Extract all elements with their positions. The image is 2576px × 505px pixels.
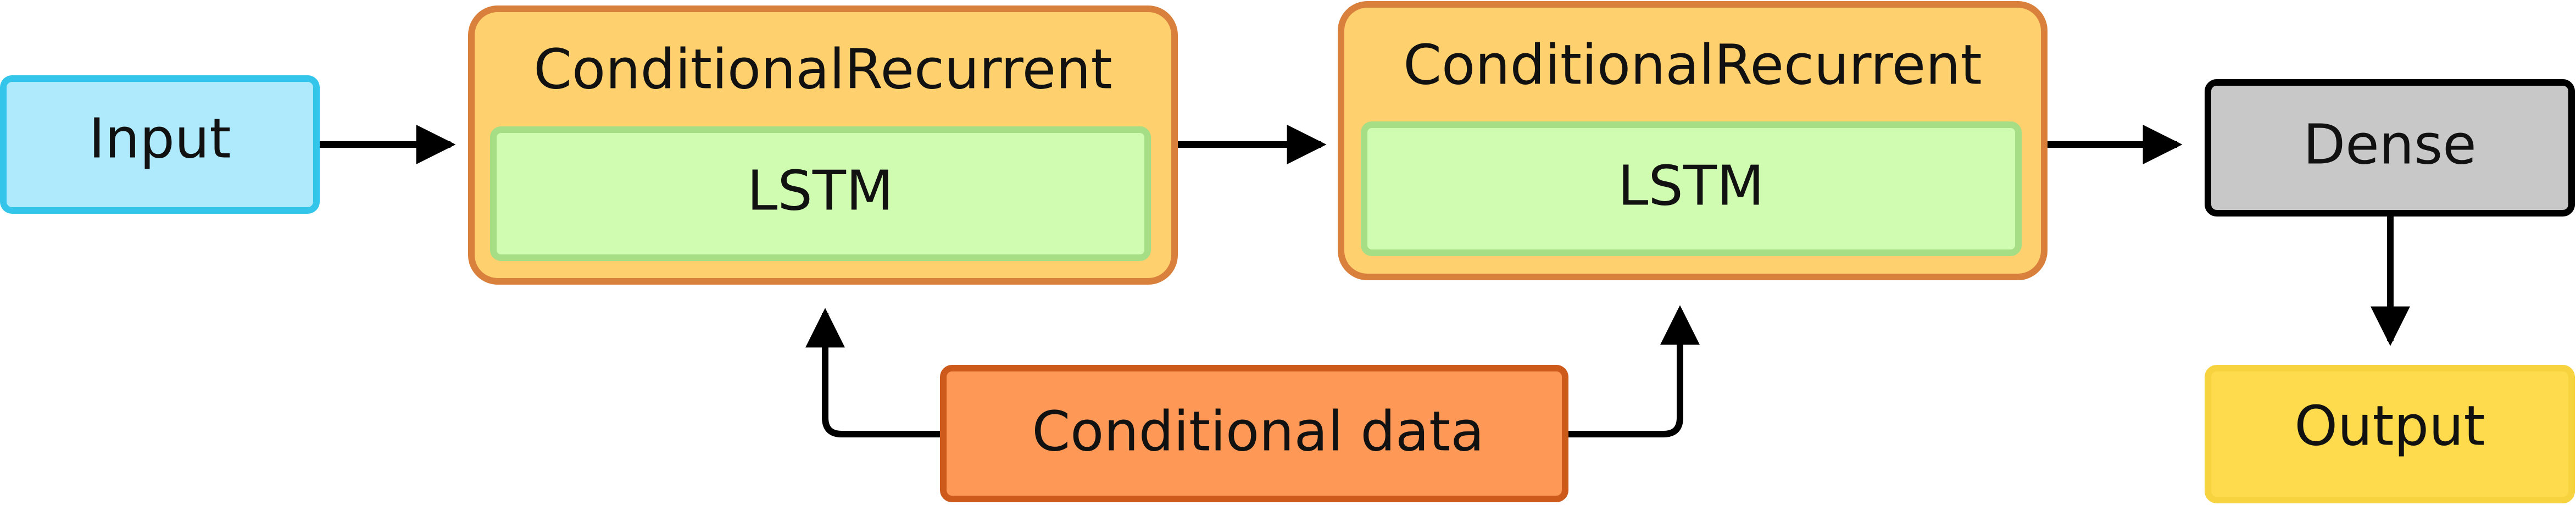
conditional-recurrent-node-2: ConditionalRecurrent LSTM: [1338, 1, 2048, 280]
input-node: Input: [0, 75, 320, 214]
lstm-label-1: LSTM: [747, 158, 894, 223]
conditional-data-node: Conditional data: [940, 365, 1568, 502]
conditional-recurrent-title-1: ConditionalRecurrent: [533, 37, 1112, 101]
conditional-recurrent-title-2: ConditionalRecurrent: [1403, 32, 1982, 97]
lstm-box-2: [1361, 121, 2022, 256]
conditional-data-label: Conditional data: [1032, 399, 1484, 463]
conditional-recurrent-node-1: ConditionalRecurrent LSTM: [468, 5, 1178, 285]
dense-node: Dense: [2205, 79, 2575, 217]
input-label: Input: [89, 106, 231, 170]
dense-label: Dense: [2303, 112, 2477, 176]
input-box: [0, 75, 320, 214]
dense-box: [2205, 79, 2575, 217]
conditional-data-box: [940, 365, 1568, 502]
output-node: Output: [2205, 365, 2575, 503]
lstm-box-1: [490, 126, 1151, 261]
arrow-conditional-data-to-cr1: [805, 308, 943, 437]
arrow-conditional-data-to-cr2: [1565, 305, 1700, 437]
output-label: Output: [2294, 393, 2485, 458]
lstm-label-2: LSTM: [1618, 153, 1765, 218]
output-box: [2205, 365, 2575, 503]
